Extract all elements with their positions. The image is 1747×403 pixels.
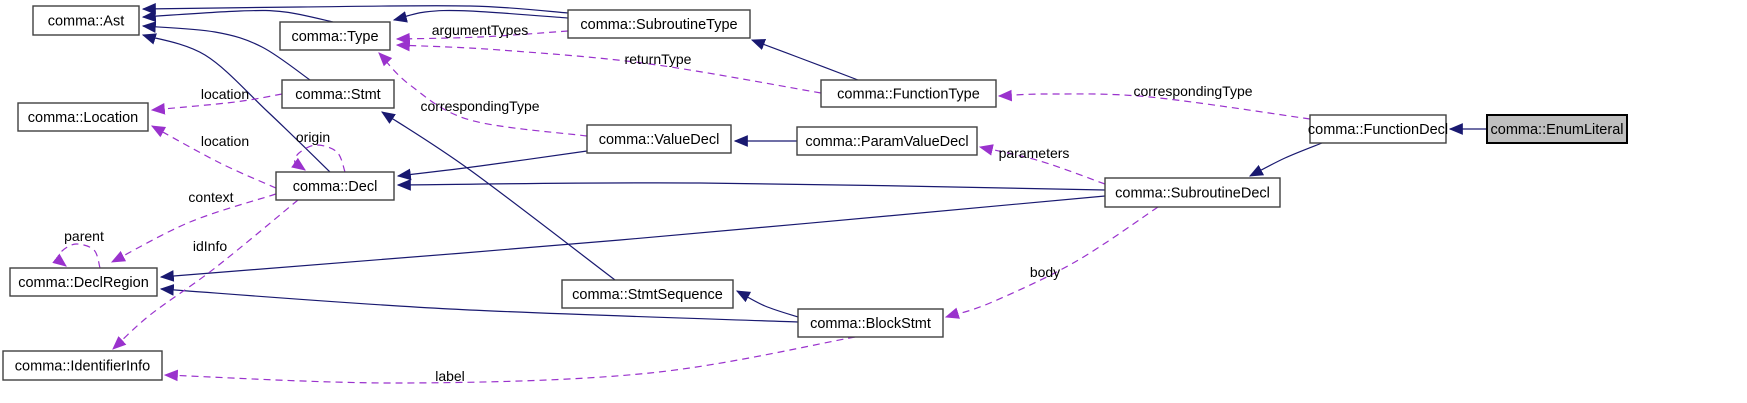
class-node-label: comma::ValueDecl xyxy=(599,132,720,148)
class-box[interactable] xyxy=(586,124,732,154)
edge-label-correspondingType: correspondingType xyxy=(1133,83,1252,99)
class-node-label: comma::FunctionType xyxy=(837,87,980,103)
edge-inherit-stmtsequence-stmt xyxy=(381,111,616,281)
class-node-stmt[interactable]: comma::Stmt xyxy=(281,79,395,109)
edge-uses-decl-identifierinfo xyxy=(112,199,299,350)
class-box[interactable] xyxy=(2,350,163,381)
class-box[interactable] xyxy=(561,279,734,309)
class-node-label: comma::ParamValueDecl xyxy=(805,134,968,150)
class-box[interactable] xyxy=(797,308,944,338)
edge-uses-functiontype-type xyxy=(395,39,822,94)
edge-uses-subroutinedecl-blockstmt xyxy=(944,206,1159,319)
class-node-decl[interactable]: comma::Decl xyxy=(275,171,395,201)
class-box[interactable] xyxy=(17,102,149,132)
class-node-label: comma::Location xyxy=(28,110,138,126)
edge-inherit-decl-ast xyxy=(141,33,331,173)
edge-labels-layer: location location origin parent context idInf… xyxy=(64,22,1253,384)
class-box[interactable] xyxy=(275,171,395,201)
class-node-functiontype[interactable]: comma::FunctionType xyxy=(820,79,997,108)
edge-inherit-valuedecl-decl xyxy=(396,150,588,181)
edge-uses-decl-decl xyxy=(291,144,346,173)
focus-class-box xyxy=(1486,114,1628,144)
class-node-label: comma::EnumLiteral xyxy=(1491,122,1624,138)
edge-label-label: label xyxy=(435,368,465,384)
class-node-label: comma::Decl xyxy=(293,179,378,195)
class-box[interactable] xyxy=(1309,114,1447,144)
edge-inherit-subroutinedecl-decl xyxy=(396,179,1106,191)
class-node-subroutinetype[interactable]: comma::SubroutineType xyxy=(567,9,751,39)
class-box[interactable] xyxy=(820,79,997,108)
class-node-valuedecl[interactable]: comma::ValueDecl xyxy=(586,124,732,154)
edge-label-parameters: parameters xyxy=(999,145,1070,161)
edge-uses-stmt-location xyxy=(150,93,283,115)
edge-uses-functiondecl-functiontype xyxy=(997,89,1311,120)
edges-layer xyxy=(52,3,1487,384)
class-node-identifierinfo[interactable]: comma::IdentifierInfo xyxy=(2,350,163,381)
class-node-label: comma::FunctionDecl xyxy=(1308,122,1448,138)
class-box[interactable] xyxy=(279,21,391,51)
class-node-stmtsequence[interactable]: comma::StmtSequence xyxy=(561,279,734,309)
class-node-type[interactable]: comma::Type xyxy=(279,21,391,51)
class-node-label: comma::SubroutineDecl xyxy=(1115,186,1270,202)
edge-uses-subroutinetype-type xyxy=(395,30,569,45)
edge-label-idInfo: idInfo xyxy=(193,238,227,254)
class-box[interactable] xyxy=(281,79,395,109)
edge-inherit-stmt-ast xyxy=(141,21,311,81)
edge-label-location: location xyxy=(201,133,249,149)
edge-inherit-functiontype-subroutinetype xyxy=(750,39,859,81)
edge-inherit-type-ast xyxy=(141,9,334,23)
class-node-label: comma::StmtSequence xyxy=(572,287,723,303)
class-node-enumliteral: comma::EnumLiteral xyxy=(1486,114,1628,144)
edge-label-parent: parent xyxy=(64,228,104,244)
edge-inherit-subroutinedecl-declregion xyxy=(159,195,1106,282)
edge-uses-decl-declregion xyxy=(110,193,277,263)
class-box[interactable] xyxy=(1104,177,1281,208)
edge-uses-subroutinedecl-paramvaluedecl xyxy=(978,144,1106,185)
class-node-declregion[interactable]: comma::DeclRegion xyxy=(9,267,158,297)
edge-label-argumentTypes: argumentTypes xyxy=(432,22,529,38)
class-node-label: comma::DeclRegion xyxy=(18,275,149,291)
edge-uses-decl-location xyxy=(150,125,277,189)
class-box[interactable] xyxy=(567,9,751,39)
class-node-subroutinedecl[interactable]: comma::SubroutineDecl xyxy=(1104,177,1281,208)
edge-inherit-blockstmt-stmtsequence xyxy=(735,290,799,318)
edge-label-body: body xyxy=(1030,264,1060,280)
edge-uses-declregion-declregion xyxy=(52,243,101,269)
edge-uses-valuedecl-type xyxy=(378,52,588,137)
class-node-label: comma::Type xyxy=(291,29,378,45)
edge-label-location: location xyxy=(201,86,249,102)
edge-label-correspondingType: correspondingType xyxy=(420,98,539,114)
class-node-paramvaluedecl[interactable]: comma::ParamValueDecl xyxy=(796,126,978,156)
edge-uses-blockstmt-identifierinfo xyxy=(163,336,856,384)
edge-inherit-subroutinetype-ast xyxy=(141,3,569,15)
class-node-label: comma::Stmt xyxy=(295,87,380,103)
edge-inherit-subroutinetype-type xyxy=(392,9,569,23)
class-node-blockstmt[interactable]: comma::BlockStmt xyxy=(797,308,944,338)
class-node-location[interactable]: comma::Location xyxy=(17,102,149,132)
class-node-label: comma::IdentifierInfo xyxy=(15,359,150,375)
class-node-label: comma::Ast xyxy=(48,14,125,30)
class-node-label: comma::SubroutineType xyxy=(580,17,737,33)
class-box[interactable] xyxy=(9,267,158,297)
edge-inherit-blockstmt-declregion xyxy=(159,284,799,323)
edge-label-origin: origin xyxy=(296,129,330,145)
class-node-ast[interactable]: comma::Ast xyxy=(32,5,140,36)
class-box[interactable] xyxy=(796,126,978,156)
edge-label-context: context xyxy=(188,189,233,205)
class-node-functiondecl[interactable]: comma::FunctionDecl xyxy=(1308,114,1448,144)
nodes-layer: comma::Astcomma::Locationcomma::Typecomm… xyxy=(2,5,1628,381)
edge-inherit-functiondecl-subroutinedecl xyxy=(1248,142,1323,177)
edge-label-returnType: returnType xyxy=(625,51,692,67)
class-box[interactable] xyxy=(32,5,140,36)
class-node-label: comma::BlockStmt xyxy=(810,316,931,332)
